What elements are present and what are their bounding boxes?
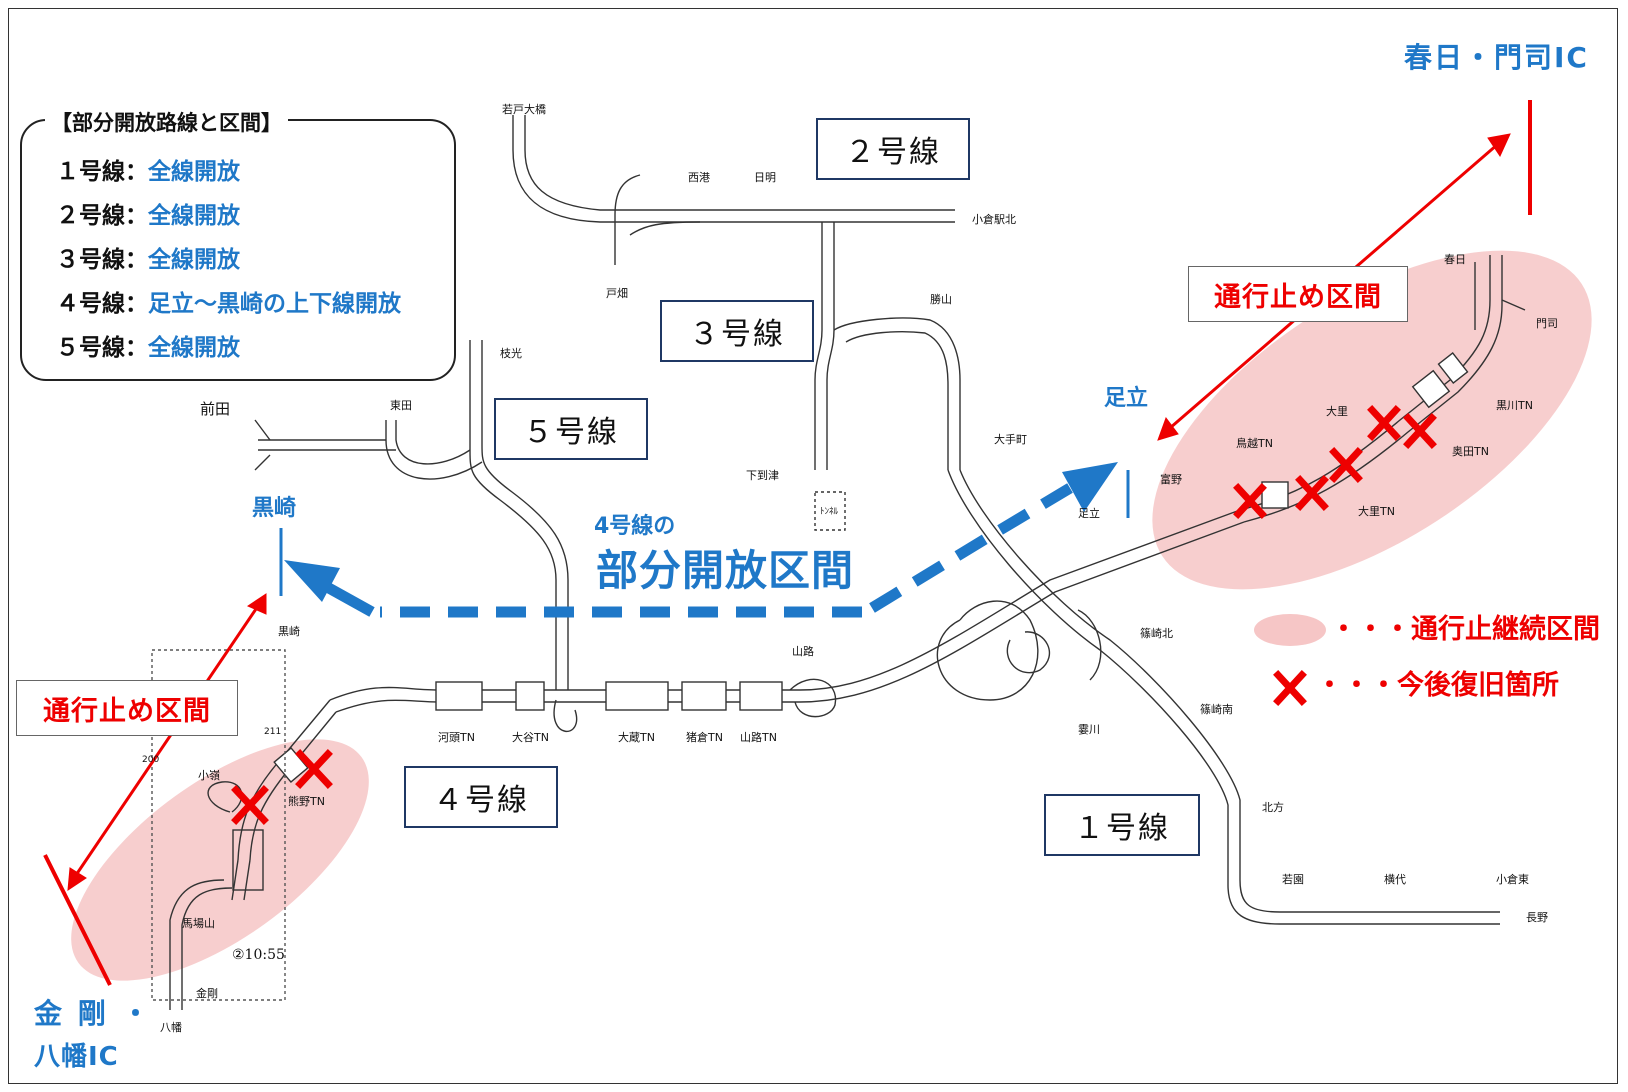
endpoint-kurosaki: 黒崎 xyxy=(252,496,297,521)
route-label-2: ２号線 xyxy=(816,118,970,180)
place-kumano-tn: 熊野TN xyxy=(288,795,325,808)
place-yamaji: 山路 xyxy=(792,645,814,658)
closure-zone-south xyxy=(71,739,369,981)
place-ote-machi: 大手町 xyxy=(994,433,1027,446)
legend-row-route3: ３号線：全線開放 xyxy=(56,240,240,274)
route-label-1: １号線 xyxy=(1044,794,1200,856)
legend-status: 足立～黒崎の上下線開放 xyxy=(148,291,401,317)
key-continuing-closure: ・・・通行止継続区間 xyxy=(1330,614,1600,645)
endpoint-adachi: 足立 xyxy=(1104,386,1149,411)
place-edamitsu: 枝光 xyxy=(500,347,522,360)
place-otani-tn: 大谷TN xyxy=(512,731,549,744)
partial-opening-arrow xyxy=(284,462,1118,618)
place-kokura-higashi: 小倉東 xyxy=(1496,873,1529,886)
route-shield-200: 200 xyxy=(142,755,160,765)
place-maeda: 前田 xyxy=(200,400,231,418)
place-katsuyama: 勝山 xyxy=(930,293,952,306)
place-tunnel-mark: ﾄﾝﾈﾙ xyxy=(820,507,839,517)
endpoint-kasuga-moji: 春日・門司IC xyxy=(1404,41,1589,74)
place-shimoitozu: 下到津 xyxy=(746,469,779,482)
restore-points xyxy=(231,405,1437,825)
route-label-3: ３号線 xyxy=(660,300,814,362)
endpoint-kongo-line2: 八幡IC xyxy=(34,1042,119,1072)
key-ellipse xyxy=(1254,614,1326,646)
place-moji: 門司 xyxy=(1536,317,1558,330)
place-yamaji-tn: 山路TN xyxy=(740,731,777,744)
place-babayama: 馬場山 xyxy=(182,917,215,930)
legend-status: 全線開放 xyxy=(148,335,240,361)
legend-status: 全線開放 xyxy=(148,159,240,185)
place-yahata: 八幡 xyxy=(160,1021,182,1034)
place-wakato-ohashi: 若戸大橋 xyxy=(502,103,546,116)
place-adachi: 足立 xyxy=(1078,507,1100,520)
key-restore-points: ・・・今後復旧箇所 xyxy=(1316,670,1559,701)
place-hinode: 日明 xyxy=(754,171,776,184)
place-okuda-tn: 奥田TN xyxy=(1452,445,1489,458)
place-yokoshiro: 横代 xyxy=(1384,873,1406,886)
section-label-line1: 4号線の xyxy=(594,514,676,539)
closure-arrow-south xyxy=(43,593,267,986)
legend-row-route2: ２号線：全線開放 xyxy=(56,196,240,230)
place-kokura-eki-kita: 小倉駅北 xyxy=(972,213,1016,226)
legend-route-label: ２号線： xyxy=(56,203,148,229)
map-frame xyxy=(8,8,1618,1084)
legend-route-label: ４号線： xyxy=(56,291,148,317)
legend-row-route1: １号線：全線開放 xyxy=(56,152,240,186)
place-kurosaki: 黒崎 xyxy=(278,625,300,638)
place-torigoe-tn: 鳥越TN xyxy=(1236,437,1273,450)
legend-row-route4: ４号線：足立～黒崎の上下線開放 xyxy=(56,284,401,318)
place-kasuga: 春日 xyxy=(1444,253,1466,266)
place-tomino: 富野 xyxy=(1160,473,1182,486)
legend-route-label: ５号線： xyxy=(56,335,148,361)
place-ori-tn: 大里TN xyxy=(1358,505,1395,518)
legend-route-label: ３号線： xyxy=(56,247,148,273)
closure-zone-north xyxy=(1152,250,1592,590)
place-shinozakiminami: 篠崎南 xyxy=(1200,703,1233,716)
place-wakazono: 若園 xyxy=(1282,873,1304,886)
place-kitagata: 北方 xyxy=(1262,801,1284,814)
place-okura-tn: 大蔵TN xyxy=(618,731,655,744)
closure-label-south: 通行止め区間 xyxy=(16,680,238,736)
expressway-lines xyxy=(151,115,1526,1010)
legend-title: 【部分開放路線と区間】 xyxy=(45,107,288,137)
timestamp-label: ②10:55 xyxy=(232,947,285,963)
place-kurokawa-tn: 黒川TN xyxy=(1496,399,1533,412)
route-shield-211: 211 xyxy=(264,727,282,737)
place-kongo: 金剛 xyxy=(196,987,218,1000)
place-ori: 大里 xyxy=(1326,405,1348,418)
endpoint-kongo-line1: 金 剛 ・ xyxy=(34,997,153,1030)
place-komine: 小嶺 xyxy=(198,769,220,782)
route-label-5: ５号線 xyxy=(494,398,648,460)
place-inokura-tn: 猪倉TN xyxy=(686,731,723,744)
place-shinozakikita: 篠崎北 xyxy=(1140,627,1173,640)
place-sakuragawa: 霎川 xyxy=(1078,723,1100,736)
place-tobata: 戸畑 xyxy=(606,287,628,300)
place-higashida: 東田 xyxy=(390,399,412,412)
place-kawazu-tn: 河頭TN xyxy=(438,731,475,744)
legend-route-label: １号線： xyxy=(56,159,148,185)
route-label-4: ４号線 xyxy=(404,766,558,828)
legend-status: 全線開放 xyxy=(148,203,240,229)
legend-row-route5: ５号線：全線開放 xyxy=(56,328,240,362)
closure-label-north: 通行止め区間 xyxy=(1188,266,1408,322)
place-nagano: 長野 xyxy=(1526,911,1548,924)
place-nishiminato: 西港 xyxy=(688,171,710,184)
section-label-line2: 部分開放区間 xyxy=(596,546,855,595)
legend-status: 全線開放 xyxy=(148,247,240,273)
